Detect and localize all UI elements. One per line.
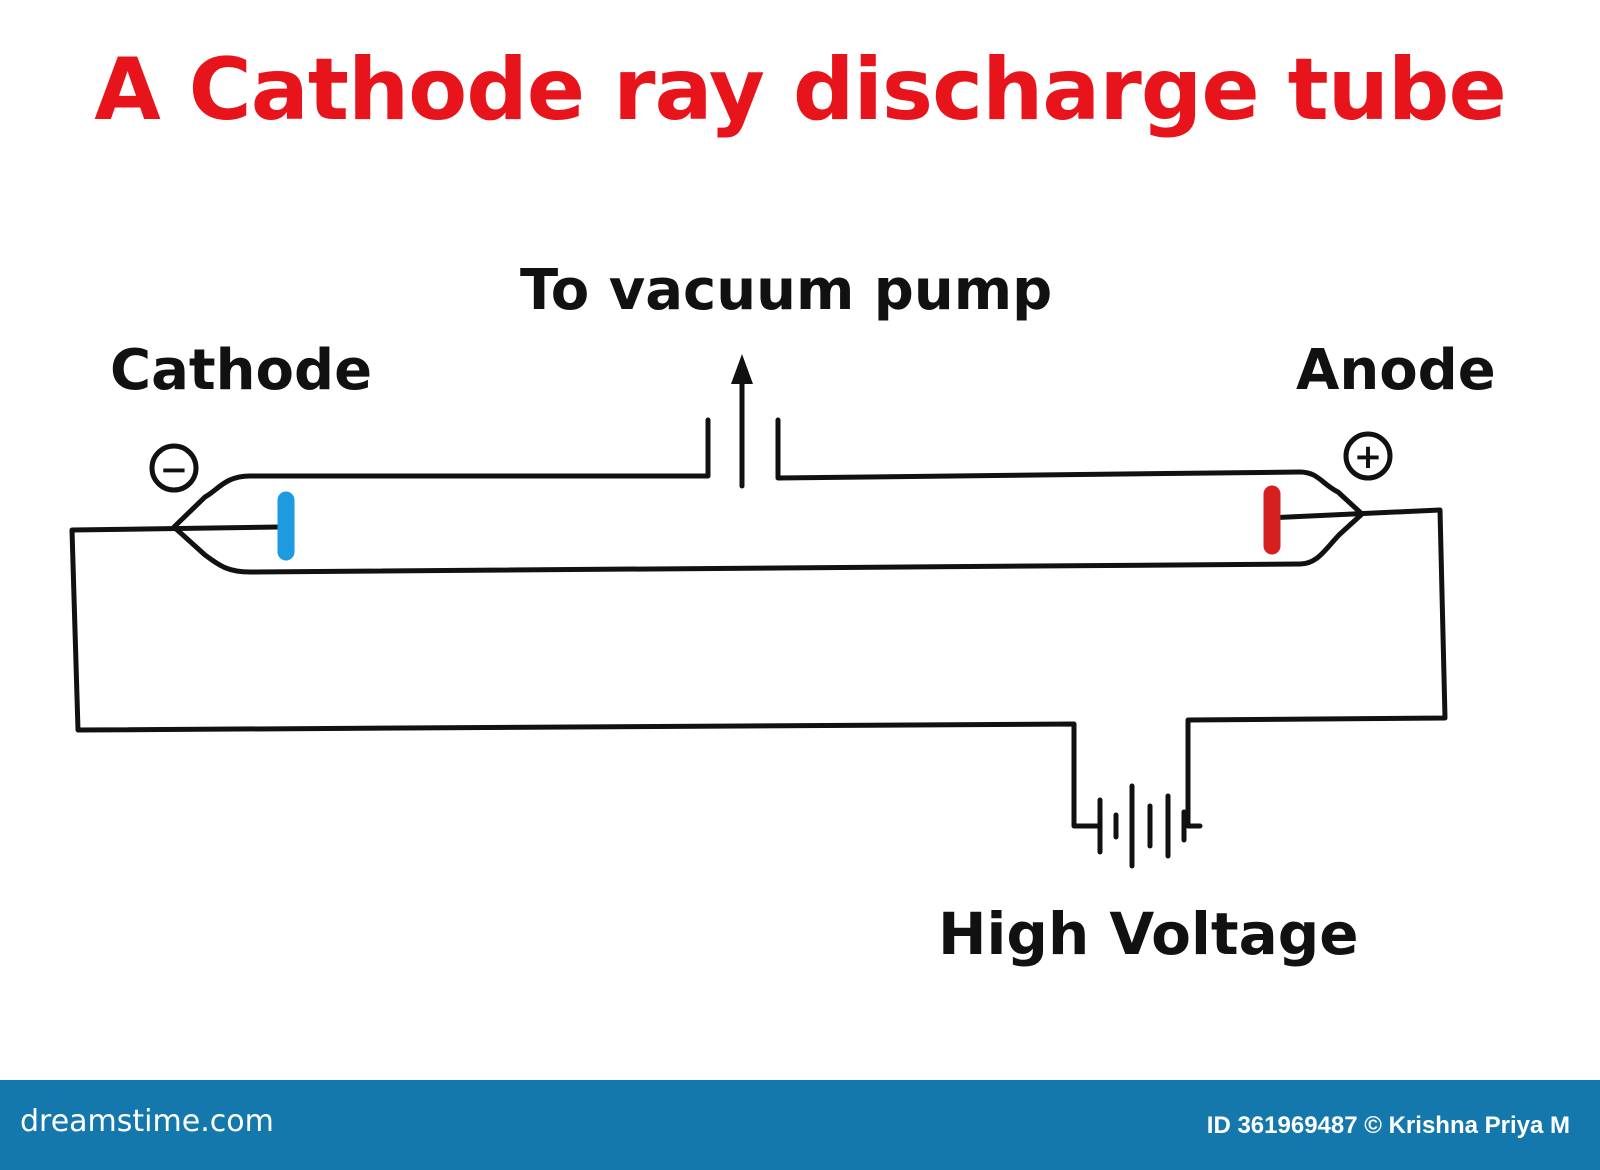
tube-left-end: [171, 473, 253, 575]
circuit-wire-right: [1185, 507, 1448, 829]
high-voltage-label: High Voltage: [938, 900, 1359, 968]
plus-sign: +: [1354, 437, 1383, 477]
circuit-wire-loop: [69, 524, 1103, 829]
diagram-title: A Cathode ray discharge tube: [94, 40, 1507, 140]
plus-symbol: +: [1343, 431, 1393, 481]
tube-bottom-edge: [247, 561, 1303, 575]
minus-sign: −: [160, 450, 189, 490]
battery-symbol: [1097, 783, 1187, 869]
cathode-label: Cathode: [110, 338, 373, 403]
anode-label: Anode: [1296, 338, 1496, 403]
vacuum-pump-label: To vacuum pump: [520, 258, 1053, 323]
tube-top-right-edge: [775, 417, 1303, 481]
footer-bar: dreamstime.com ID 361969487 © Krishna Pr…: [0, 1080, 1600, 1170]
minus-symbol: −: [149, 443, 199, 493]
footer-credit: ID 361969487 © Krishna Priya M: [1206, 1112, 1570, 1139]
tube-top-left-edge: [247, 417, 711, 479]
discharge-tube-diagram: − +: [69, 354, 1448, 869]
footer-site: dreamstime.com: [20, 1104, 274, 1139]
vacuum-arrow-head: [731, 354, 753, 384]
